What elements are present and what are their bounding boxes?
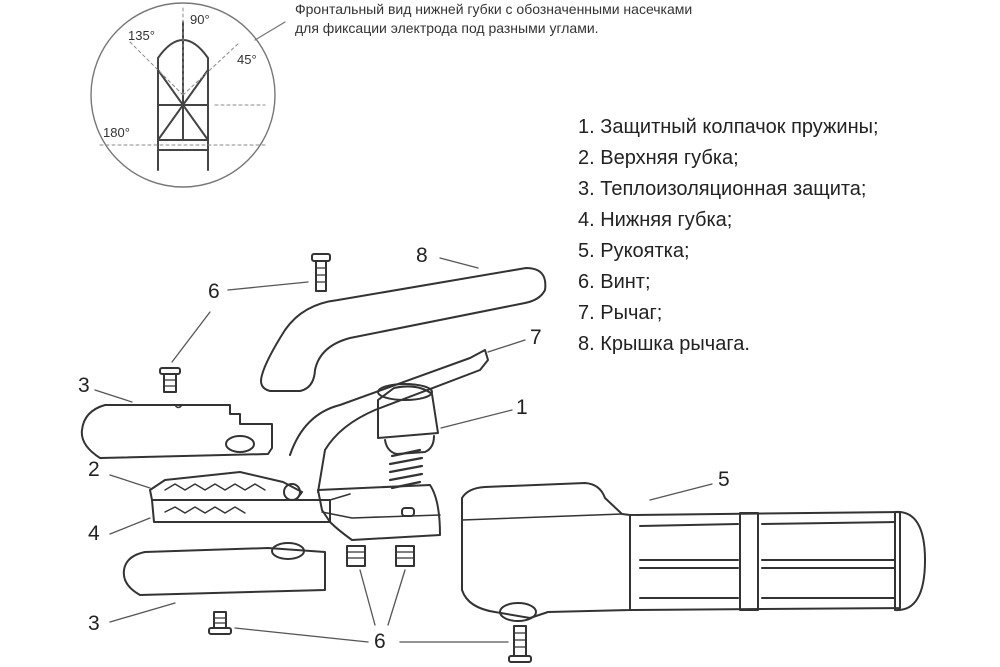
callout-3-bottom: 3 [88, 612, 100, 635]
screw-top-1 [311, 253, 331, 292]
angle-label-90: 90° [190, 12, 210, 27]
callout-7: 7 [530, 326, 542, 349]
legend-item-6: 6. Винт; [578, 271, 651, 293]
heat-insulation-top [80, 404, 273, 459]
jaw-body [317, 484, 441, 541]
angle-label-180: 180° [103, 125, 130, 140]
parts-legend: 1. Защитный колпачок пружины; 2. Верхняя… [578, 112, 879, 360]
inset-caption-line-2: для фиксации электрода под разными углам… [295, 20, 599, 36]
callout-2: 2 [88, 458, 100, 481]
callout-3-top: 3 [78, 374, 90, 397]
legend-item-7: 7. Рычаг; [578, 302, 663, 324]
handle [461, 482, 926, 622]
screw-bottom-2 [508, 625, 532, 663]
heat-insulation-bottom-slot [271, 542, 305, 560]
legend-item-3: 3. Теплоизоляционная защита; [578, 178, 867, 200]
jaw-bottom-screws [346, 545, 415, 567]
screw-bottom-1 [208, 611, 232, 635]
heat-insulation-top-slot [225, 435, 255, 453]
jaw-front-view-inset [90, 2, 286, 188]
callout-8: 8 [416, 244, 428, 267]
screw-top-2 [159, 367, 181, 393]
lever-cover [260, 267, 547, 392]
legend-item-5: 5. Рукоятка; [578, 240, 690, 262]
callout-5: 5 [718, 468, 730, 491]
inset-caption: Фронтальный вид нижней губки с обозначен… [295, 0, 692, 38]
legend-item-1: 1. Защитный колпачок пружины; [578, 116, 879, 138]
inset-caption-line-1: Фронтальный вид нижней губки с обозначен… [295, 1, 693, 17]
angle-label-135: 135° [128, 28, 155, 43]
angle-label-45: 45° [237, 52, 257, 67]
callout-1: 1 [516, 396, 528, 419]
jaw-pivot [283, 483, 301, 501]
callout-6-top: 6 [208, 280, 220, 303]
legend-item-2: 2. Верхняя губка; [578, 147, 739, 169]
spring [388, 448, 424, 490]
legend-item-8: 8. Крышка рычага. [578, 333, 750, 355]
lever [289, 349, 489, 493]
spring-cap [377, 383, 439, 455]
callout-4: 4 [88, 522, 100, 545]
leader-lines [94, 257, 713, 643]
heat-insulation-bottom [122, 547, 326, 596]
legend-item-4: 4. Нижняя губка; [578, 209, 733, 231]
callout-6-bottom: 6 [374, 630, 386, 653]
